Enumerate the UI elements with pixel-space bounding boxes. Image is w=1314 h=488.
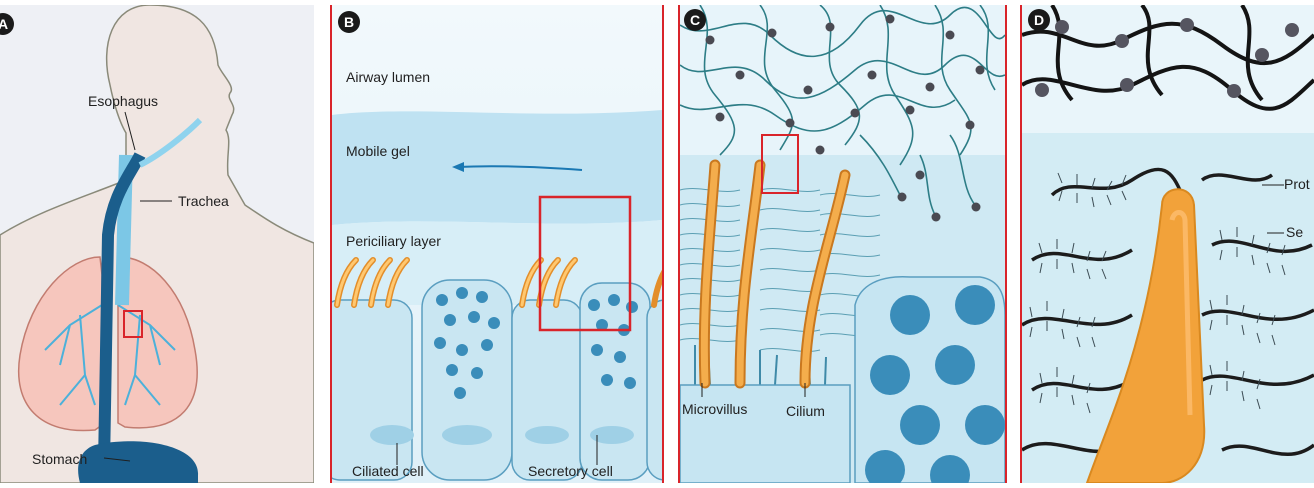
mobile-gel-label: Mobile gel — [346, 143, 410, 159]
panel-d-molecular-detail: D Prot Se — [1020, 5, 1314, 483]
ciliated-cell-c — [680, 385, 850, 483]
esophagus-label: Esophagus — [88, 93, 158, 109]
mobile-gel-layer — [332, 110, 662, 225]
cilium-label: Cilium — [786, 403, 825, 419]
panel-b-badge: B — [338, 11, 360, 33]
ciliated-cell-label: Ciliated cell — [352, 463, 424, 479]
protein-label: Prot — [1284, 176, 1310, 192]
panel-b-airway-epithelium: B Airway lumen Mobile gel Periciliary la… — [330, 5, 664, 483]
panel-c-cilia-detail: C Microvillus Cilium — [678, 5, 1007, 483]
panel-a-body-overview: A Esophagus Trachea Stomach — [0, 5, 314, 483]
periciliary-layer-label: Periciliary layer — [346, 233, 441, 249]
airway-lumen-label: Airway lumen — [346, 69, 430, 85]
trachea-label: Trachea — [178, 193, 229, 209]
secretory-cell-label: Secretory cell — [528, 463, 613, 479]
microvillus-label: Microvillus — [682, 401, 747, 417]
panel-d-badge: D — [1028, 9, 1050, 31]
panel-c-badge: C — [684, 9, 706, 31]
panel-d-illustration — [1022, 5, 1314, 483]
se-label: Se — [1286, 224, 1303, 240]
stomach-label: Stomach — [32, 451, 87, 467]
panel-a-illustration — [0, 5, 314, 483]
